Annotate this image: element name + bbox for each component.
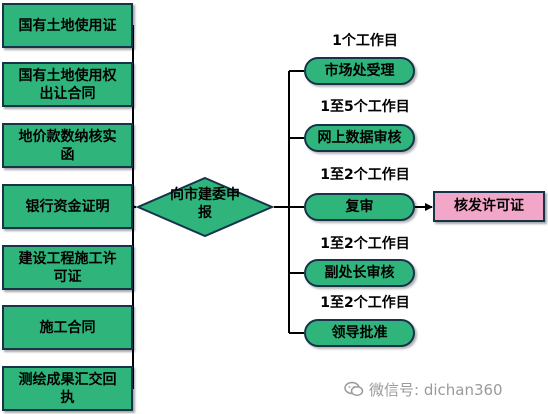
step-leader-approval: 领导批准 xyxy=(304,319,415,347)
document-label: 地价款数纳核实函 xyxy=(18,128,117,163)
watermark: 微信号: dichan360 xyxy=(344,379,503,399)
step-online-data-review: 网上数据审核 xyxy=(304,124,415,152)
document-label: 施工合同 xyxy=(39,319,96,336)
step-duration-3: 1至2个工作目 xyxy=(320,167,410,183)
step-deputy-director-review: 副处长审核 xyxy=(304,259,415,287)
step-duration-2: 1至5个工作目 xyxy=(320,99,410,115)
document-label: 测绘成果汇交回执 xyxy=(18,371,117,406)
document-box-land-price-letter: 地价款数纳核实函 xyxy=(2,123,133,168)
document-label: 银行资金证明 xyxy=(25,198,110,215)
step-market-acceptance: 市场处受理 xyxy=(304,57,415,85)
step-re-review: 复审 xyxy=(304,193,415,221)
permit-label: 核发许可证 xyxy=(454,198,524,214)
document-box-construction-contract: 施工合同 xyxy=(2,305,133,350)
permit-issue-box: 核发许可证 xyxy=(433,191,545,222)
step-duration-4: 1至2个工作目 xyxy=(320,236,410,252)
document-label: 国有土地使用证 xyxy=(18,17,117,34)
step-label: 领导批准 xyxy=(331,325,388,341)
step-duration-5: 1至2个工作目 xyxy=(320,295,410,311)
watermark-text: 微信号: dichan360 xyxy=(369,380,503,399)
document-box-land-use-cert: 国有土地使用证 xyxy=(2,3,133,48)
document-box-bank-funds: 银行资金证明 xyxy=(2,184,133,229)
step-duration-1: 1个工作目 xyxy=(332,33,398,49)
wechat-icon xyxy=(344,381,364,397)
submit-diamond xyxy=(136,176,274,238)
step-label: 副处长审核 xyxy=(324,265,395,281)
step-label: 市场处受理 xyxy=(324,63,395,79)
document-box-survey-receipt: 测绘成果汇交回执 xyxy=(2,366,133,411)
document-label: 国有土地使用权出让合同 xyxy=(18,67,117,102)
step-label: 网上数据审核 xyxy=(317,130,402,146)
document-label: 建设工程施工许可证 xyxy=(18,250,117,285)
document-box-land-transfer-contract: 国有土地使用权出让合同 xyxy=(2,62,133,107)
submit-label: 向市建委申报 xyxy=(170,187,240,221)
document-box-construction-permit: 建设工程施工许可证 xyxy=(2,245,133,290)
step-label: 复审 xyxy=(345,199,374,215)
